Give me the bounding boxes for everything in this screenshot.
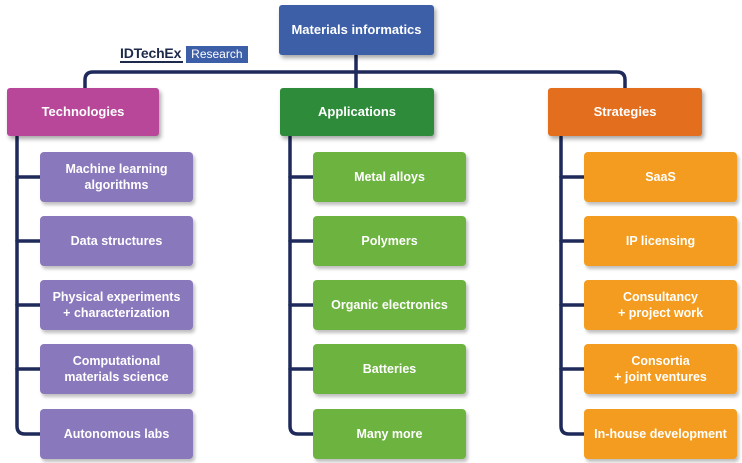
header-strategies: Strategies <box>548 88 702 136</box>
logo-brand: IDTechEx <box>120 44 184 63</box>
idtechex-logo: IDTechEx Research <box>120 45 248 63</box>
technologies-item-2: Data structures <box>40 216 193 266</box>
strategies-item-5: In-house development <box>584 409 737 459</box>
logo-suffix: Research <box>186 45 248 63</box>
header-applications: Applications <box>280 88 434 136</box>
strategies-item-3: Consultancy + project work <box>584 280 737 330</box>
applications-item-1: Metal alloys <box>313 152 466 202</box>
technologies-item-4: Computational materials science <box>40 344 193 394</box>
applications-item-5: Many more <box>313 409 466 459</box>
strategies-item-2: IP licensing <box>584 216 737 266</box>
applications-item-3: Organic electronics <box>313 280 466 330</box>
applications-item-4: Batteries <box>313 344 466 394</box>
header-technologies: Technologies <box>7 88 159 136</box>
technologies-item-3: Physical experiments + characterization <box>40 280 193 330</box>
root-node-materials-informatics: Materials informatics <box>279 5 434 55</box>
strategies-item-4: Consortia + joint ventures <box>584 344 737 394</box>
applications-item-2: Polymers <box>313 216 466 266</box>
technologies-item-5: Autonomous labs <box>40 409 193 459</box>
strategies-item-1: SaaS <box>584 152 737 202</box>
technologies-item-1: Machine learning algorithms <box>40 152 193 202</box>
